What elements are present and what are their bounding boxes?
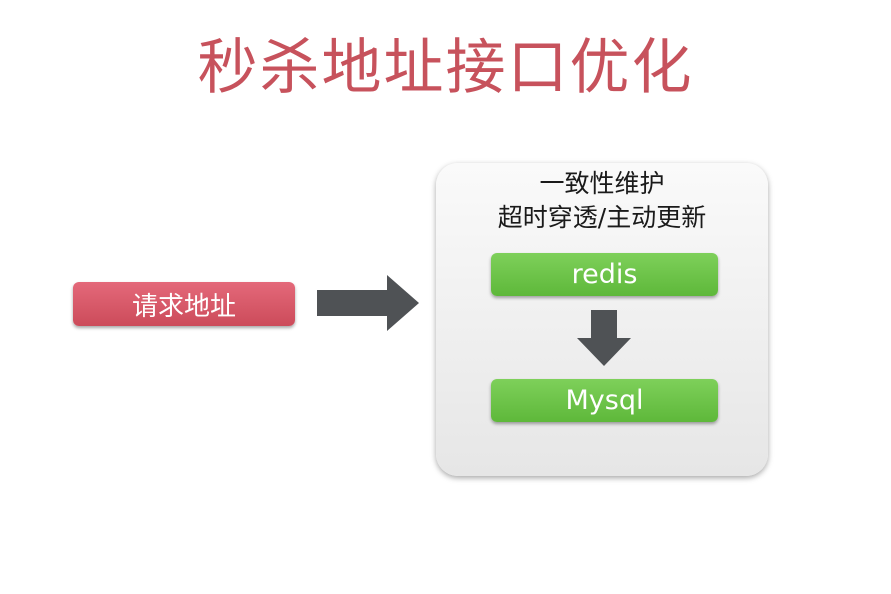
mysql-label: Mysql — [565, 385, 644, 416]
mysql-box: Mysql — [491, 379, 718, 422]
arrow-right-icon — [317, 275, 419, 331]
redis-label: redis — [571, 259, 638, 290]
panel-title-line1: 一致性维护 — [539, 169, 665, 198]
redis-box: redis — [491, 253, 718, 296]
cache-panel: 一致性维护 超时穿透/主动更新 redis Mysql — [436, 163, 768, 476]
request-address-box: 请求地址 — [73, 282, 295, 326]
page-title: 秒杀地址接口优化 — [197, 33, 694, 103]
panel-title-line2: 超时穿透/主动更新 — [497, 203, 707, 232]
request-address-label: 请求地址 — [131, 291, 236, 322]
arrow-down-icon — [577, 310, 631, 366]
